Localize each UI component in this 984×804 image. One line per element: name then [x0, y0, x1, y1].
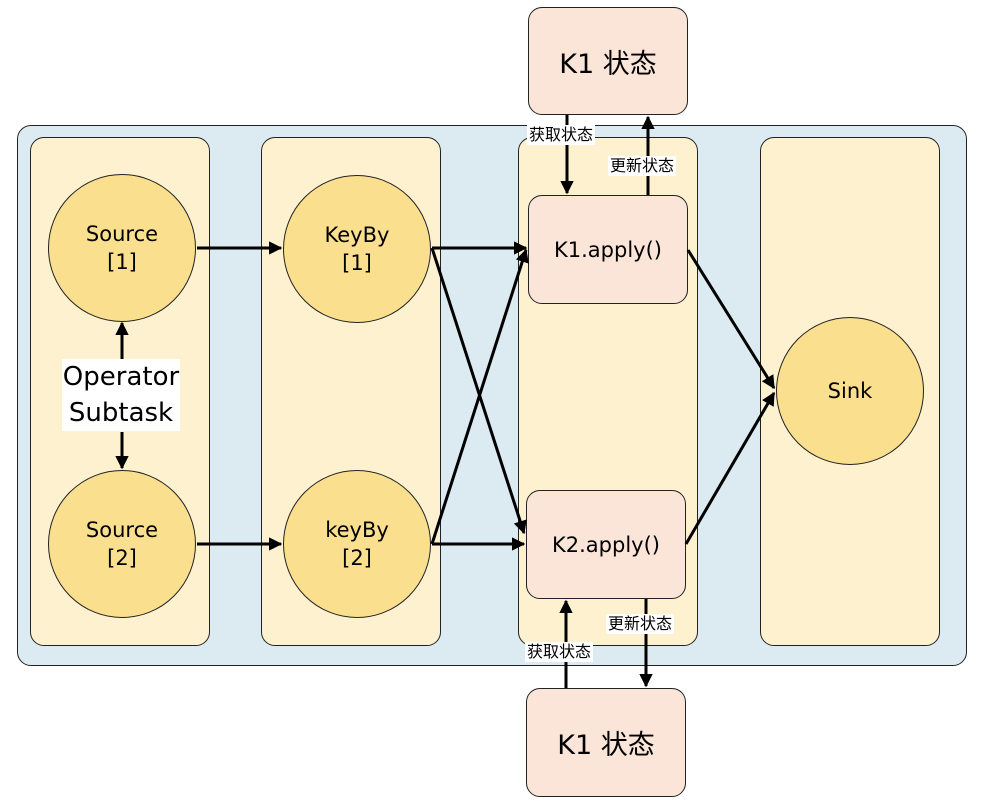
sink-node[interactable]: Sink [776, 317, 924, 465]
source-1-node[interactable]: Source [1] [48, 174, 196, 322]
source-2-index: [2] [107, 546, 137, 570]
k2-apply-node[interactable]: K2.apply() [526, 490, 686, 599]
keyby-1-node[interactable]: KeyBy [1] [283, 175, 431, 323]
source-2-name: Source [85, 518, 159, 542]
edge-keyby1-k2 [430, 247, 527, 535]
source-1-index: [1] [107, 250, 137, 274]
k2-apply-label: K2.apply() [552, 532, 660, 557]
source-2-node[interactable]: Source [2] [48, 470, 196, 618]
update-state-top-label: 更新状态 [608, 156, 677, 176]
edge-k1-sink [686, 249, 776, 390]
subtask-word: Subtask [68, 398, 174, 428]
edge-keyby2-k1 [430, 248, 529, 545]
operator-subtask-label: Operator Subtask [62, 359, 180, 431]
state-top-label: K1 状态 [559, 48, 657, 80]
keyby-1-index: [1] [342, 251, 372, 275]
get-state-bottom-label: 获取状态 [525, 642, 594, 662]
k1-apply-label: K1.apply() [554, 237, 662, 262]
update-state-bottom-label: 更新状态 [606, 614, 675, 634]
keyby-2-node[interactable]: keyBy [2] [283, 470, 431, 618]
keyby-1-name: KeyBy [324, 223, 390, 247]
edge-k2-sink [684, 391, 776, 545]
operator-word: Operator [62, 362, 180, 392]
source-1-name: Source [85, 222, 159, 246]
keyby-2-index: [2] [342, 546, 372, 570]
state-bottom-label: K1 状态 [557, 730, 655, 761]
state-bottom-box[interactable]: K1 状态 [526, 688, 686, 797]
keyby-2-name: keyBy [325, 518, 389, 542]
sink-name: Sink [827, 379, 873, 403]
get-state-top-label: 获取状态 [527, 125, 596, 145]
state-top-box[interactable]: K1 状态 [528, 7, 688, 115]
